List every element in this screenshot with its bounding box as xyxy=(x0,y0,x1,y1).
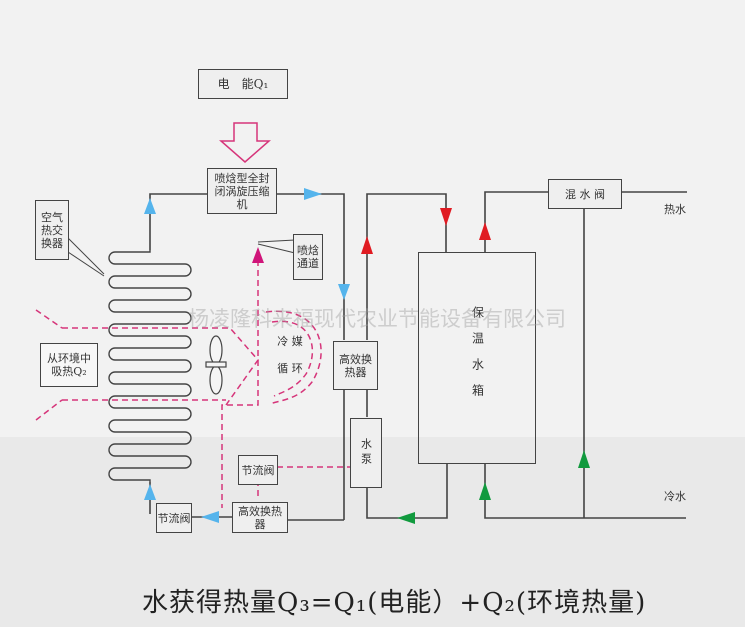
pipe-suction xyxy=(149,193,208,250)
throttle-top-label: 节流阀 xyxy=(241,463,275,477)
arrow-blue-left-throttle xyxy=(201,511,219,523)
arrow-green-up-mix xyxy=(578,450,590,468)
high-efficiency-hx-bottom: 高效换热器 xyxy=(232,502,288,533)
callout-injection xyxy=(257,243,296,254)
callout-air-hx xyxy=(67,237,105,275)
throttle-valve-left: 节流阀 xyxy=(156,503,192,533)
arrow-magenta-up-injection xyxy=(252,247,264,263)
flow-arrows xyxy=(144,188,590,524)
fan-icon xyxy=(205,335,227,395)
hot-water-label: 热水 xyxy=(664,203,686,216)
callout-injection-2 xyxy=(257,239,296,243)
air-heat-exchanger-label: 空气热交换器 xyxy=(41,210,63,250)
air-in-lower xyxy=(35,399,63,421)
air-in-upper xyxy=(35,309,63,329)
tank-label: 保温水箱 xyxy=(470,306,485,410)
water-pump-box: 水泵 xyxy=(350,418,382,488)
throttle-left-label: 节流阀 xyxy=(157,511,191,525)
arrow-blue-up-coil xyxy=(144,484,156,500)
high-efficiency-hx-right: 高效换热器 xyxy=(333,341,378,390)
water-pump-label: 水泵 xyxy=(359,438,373,468)
refrigerant-cycle-label-2: 循 环 xyxy=(277,362,303,375)
heat-equation-caption: 水获得热量Q₃=Q₁(电能）+Q₂(环境热量) xyxy=(142,588,647,618)
arrow-blue-right-discharge xyxy=(304,188,322,200)
cold-water-label: 冷水 xyxy=(664,490,686,503)
pipe-tank-to-mix xyxy=(484,191,548,252)
refrigerant-dashed-lines xyxy=(35,250,350,508)
injection-path xyxy=(221,250,259,508)
mixing-valve-box: 混 水 阀 xyxy=(548,179,622,209)
callout-air-hx-2 xyxy=(67,251,105,277)
electric-energy-box: 电 能Q₁ xyxy=(198,69,288,99)
air-heat-exchanger-callout: 空气热交换器 xyxy=(35,200,69,260)
power-input-arrow-icon xyxy=(219,122,271,163)
compressor-box: 喷焓型全封闭涡旋压缩机 xyxy=(207,168,277,214)
arrow-red-down-tank xyxy=(440,208,452,226)
injection-channel-label: 喷焓通道 xyxy=(297,244,319,270)
compressor-label: 喷焓型全封闭涡旋压缩机 xyxy=(214,171,270,211)
arrow-green-left-return xyxy=(397,512,415,524)
refrigerant-loop-outer xyxy=(265,310,322,405)
arrow-blue-down-hx xyxy=(338,284,350,300)
arrow-green-up-tank xyxy=(479,482,491,500)
arrow-red-up-tank xyxy=(479,222,491,240)
insulated-water-tank: 保温水箱 xyxy=(418,252,536,464)
refrigerant-cycle-label-1: 冷 媒 xyxy=(277,335,303,348)
refrigerant-loop-inner xyxy=(271,320,314,397)
absorb-heat-box: 从环境中吸热Q₂ xyxy=(40,343,98,387)
air-flow-upper xyxy=(62,327,259,406)
air-coil xyxy=(108,250,192,482)
hx-bottom-label: 高效换热器 xyxy=(238,504,282,531)
injection-channel-callout: 喷焓通道 xyxy=(293,234,323,280)
pipe-cold-in xyxy=(484,464,686,519)
hx-right-label: 高效换热器 xyxy=(339,352,372,379)
company-watermark: 杨凌隆科来福现代农业节能设备有限公司 xyxy=(188,307,566,331)
electric-energy-label: 电 能Q₁ xyxy=(217,76,269,91)
arrow-red-up-hx xyxy=(361,236,373,254)
absorb-heat-label: 从环境中吸热Q₂ xyxy=(47,352,91,378)
mixing-valve-label: 混 水 阀 xyxy=(565,187,605,201)
arrow-blue-up-suction xyxy=(144,198,156,214)
throttle-valve-top: 节流阀 xyxy=(238,455,278,485)
